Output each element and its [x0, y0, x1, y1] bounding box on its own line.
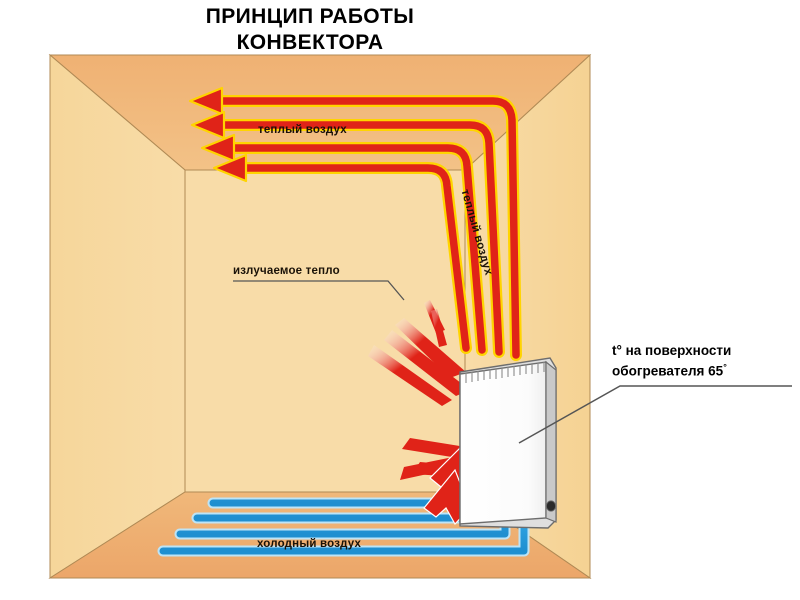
radiant-heat-ray — [431, 309, 447, 347]
leader-line-group — [233, 280, 792, 444]
warm-air-stream — [190, 110, 505, 358]
heater-control-knob — [546, 500, 557, 512]
callout-line-1: t° на поверхности — [612, 343, 732, 358]
warm-air-stream-group — [188, 86, 522, 361]
radiant-heat-ray — [402, 438, 466, 458]
page-title: ПРИНЦИП РАБОТЫ КОНВЕКТОРА — [205, 5, 415, 54]
heater-top-grille — [465, 362, 545, 383]
leader-line-temperature — [518, 385, 792, 444]
label-cold-air: холодный воздух — [257, 538, 362, 550]
callout-degree-symbol: ° — [723, 362, 727, 372]
radiant-heat-ray — [368, 345, 452, 406]
callout-line-2: обогревателя 65° — [612, 359, 792, 380]
label-warm-air-ceiling: теплый воздух — [258, 124, 347, 136]
warm-air-stream — [200, 133, 488, 356]
wall-convector-panel[interactable] — [459, 357, 557, 529]
radiant-heat-ray — [395, 318, 466, 378]
temperature-callout: t° на поверхности обогревателя 65° — [612, 342, 792, 380]
callout-temperature-value: 65 — [708, 363, 724, 379]
radiant-heat-ray-group — [368, 300, 470, 406]
label-radiant-heat: излучаемое тепло — [233, 265, 340, 277]
warm-air-stream — [212, 153, 472, 354]
callout-label-prefix: обогревателя — [612, 363, 709, 379]
warm-air-stream — [188, 86, 522, 361]
leader-line-radiant — [233, 280, 405, 301]
radiant-heat-ray — [384, 330, 470, 396]
